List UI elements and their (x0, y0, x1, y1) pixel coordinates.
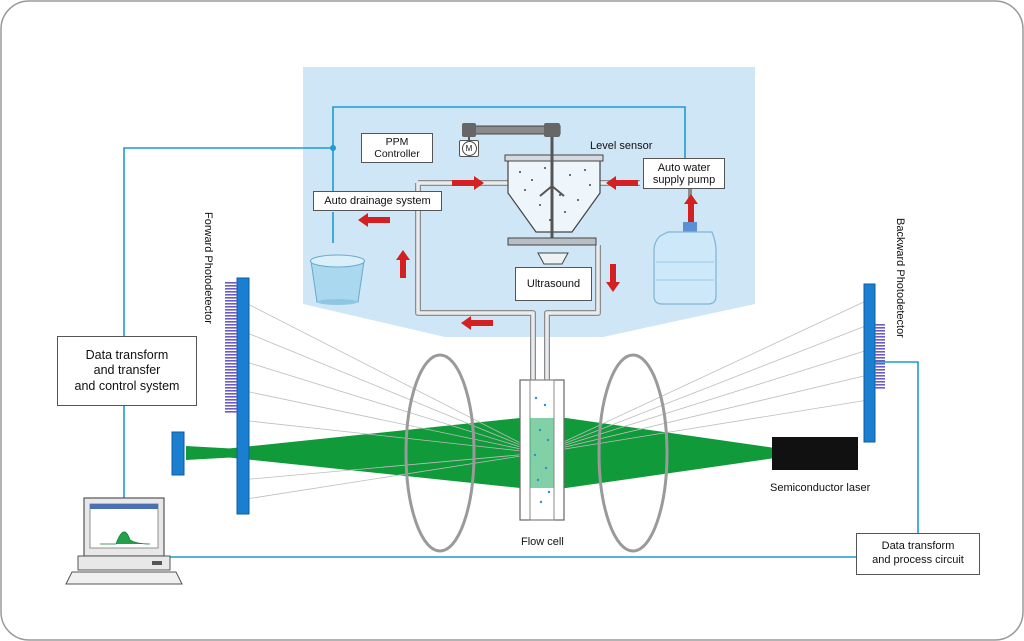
detector-pixel (875, 372, 885, 374)
detector-pixel (225, 312, 237, 314)
forward-photodetector (225, 277, 250, 515)
detector-pixel (225, 357, 237, 359)
backward-photodetector-label: Backward Photodetector (894, 218, 906, 338)
detector-pixel (225, 396, 237, 398)
ultrasound-unit (507, 237, 597, 265)
wire-junction-dot (330, 145, 336, 151)
left-lens (404, 353, 476, 553)
auto-drainage-system-box: Auto drainage system (313, 191, 442, 211)
detector-pixel (875, 339, 885, 341)
detector-pixel (225, 336, 237, 338)
detector-pixel (225, 321, 237, 323)
detector-pixel (875, 336, 885, 338)
detector-pixel (225, 315, 237, 317)
detector-pixel (875, 378, 885, 380)
detector-pixel (875, 330, 885, 332)
ultrasound-box: Ultrasound (515, 267, 592, 301)
detector-pixel (225, 372, 237, 374)
semiconductor-laser-label: Semiconductor laser (770, 482, 871, 494)
detector-pixel (225, 375, 237, 377)
laser-beam-tip (186, 446, 240, 460)
signal-wiring (123, 106, 919, 558)
motor-icon: M (459, 140, 479, 157)
detector-pixel (225, 324, 237, 326)
level-sensor-label: Level sensor (590, 140, 653, 152)
detector-pixel (225, 366, 237, 368)
scatter-rays (239, 299, 869, 501)
detector-pixel (875, 345, 885, 347)
detector-pixel (225, 360, 237, 362)
detector-pixel (875, 363, 885, 365)
detector-pixel (225, 285, 237, 287)
detector-pixel (225, 399, 237, 401)
detector-pixel (225, 294, 237, 296)
detector-pixel (225, 282, 237, 284)
auto-water-supply-pump-box: Auto water supply pump (643, 158, 725, 189)
detector-pixel (875, 324, 885, 326)
ppm-controller-box: PPM Controller (361, 133, 433, 163)
detector-pixel (225, 297, 237, 299)
detector-pixel (225, 387, 237, 389)
detector-pixel (225, 381, 237, 383)
detector-pixel (875, 387, 885, 389)
detector-pixel (225, 342, 237, 344)
detector-pixel (225, 327, 237, 329)
detector-pixel (225, 291, 237, 293)
detector-pixel (875, 351, 885, 353)
data-transform-control-box: Data transform and transfer and control … (57, 336, 197, 406)
detector-pixel (875, 348, 885, 350)
detector-pixel (225, 393, 237, 395)
detector-pixel (875, 360, 885, 362)
motor-symbol: M (461, 141, 477, 156)
detector-pixel (225, 384, 237, 386)
semiconductor-laser-body (772, 437, 858, 470)
detector-pixel (225, 408, 237, 410)
detector-pixel (225, 354, 237, 356)
belt-drive (462, 123, 561, 142)
detector-pixel (875, 366, 885, 368)
detector-pixel (875, 327, 885, 329)
backward-photodetector (863, 283, 885, 443)
detector-pixel (225, 303, 237, 305)
detector-pixel (225, 339, 237, 341)
beam-stop-detector (171, 431, 185, 476)
computer-icon (65, 497, 183, 585)
detector-pixel (225, 309, 237, 311)
flow-cell-label: Flow cell (521, 536, 564, 548)
detector-pixel (875, 369, 885, 371)
detector-pixel (225, 330, 237, 332)
forward-photodetector-label: Forward Photodetector (202, 212, 214, 324)
detector-pixel (225, 333, 237, 335)
detector-pixel (225, 363, 237, 365)
detector-pixel (225, 288, 237, 290)
detector-pixel (225, 345, 237, 347)
right-lens (597, 353, 669, 553)
detector-pixel (225, 405, 237, 407)
data-transform-process-box: Data transform and process circuit (856, 533, 980, 575)
detector-pixel (225, 411, 237, 413)
detector-pixel (225, 351, 237, 353)
detector-pixel (225, 369, 237, 371)
detector-pixel (875, 354, 885, 356)
detector-pixel (875, 381, 885, 383)
detector-pixel (875, 342, 885, 344)
detector-pixel (225, 402, 237, 404)
detector-pixel (225, 306, 237, 308)
detector-pixel (225, 390, 237, 392)
bucket-icon (310, 254, 365, 305)
water-bottle-icon (653, 222, 717, 305)
laser-beam (186, 418, 810, 488)
sample-tank (504, 126, 604, 240)
detector-pixel (875, 384, 885, 386)
flow-cell (519, 379, 565, 521)
detector-pixel (875, 375, 885, 377)
flow-arrows (358, 176, 698, 330)
detector-pixel (875, 357, 885, 359)
detector-pixel (225, 348, 237, 350)
detector-pixel (225, 300, 237, 302)
detector-pixel (225, 318, 237, 320)
detector-pixel (225, 378, 237, 380)
detector-pixel (875, 333, 885, 335)
